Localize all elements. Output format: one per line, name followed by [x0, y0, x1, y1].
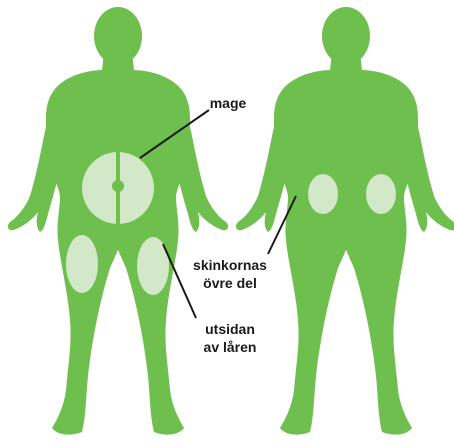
- buttocks-label-line1: skinkornas: [184, 256, 276, 274]
- thighs-label-line2: av låren: [184, 338, 276, 356]
- buttocks-label-line2: övre del: [184, 274, 276, 292]
- thighs-label: utsidan av låren: [184, 320, 276, 356]
- abdomen-injection-zone: [82, 152, 154, 224]
- abdomen-label-text: mage: [210, 95, 247, 111]
- right-buttock-injection-zone: [366, 174, 396, 214]
- thighs-label-line1: utsidan: [184, 320, 276, 338]
- left-thigh-injection-zone: [66, 235, 98, 293]
- left-buttock-injection-zone: [308, 174, 338, 214]
- buttocks-label: skinkornas övre del: [184, 256, 276, 292]
- back-body-figure: [236, 7, 454, 435]
- abdomen-label: mage: [203, 94, 253, 112]
